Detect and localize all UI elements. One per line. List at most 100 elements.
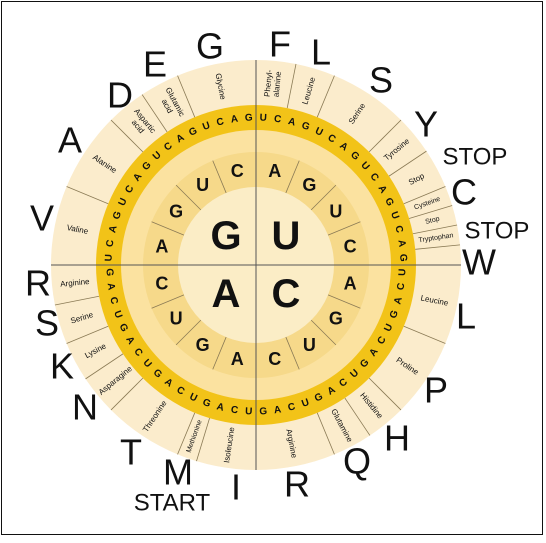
amino-acid-letter: K [50, 346, 74, 387]
wedge-divider [412, 224, 458, 235]
third-base-letter: C [105, 239, 117, 248]
amino-acid-letter: D [107, 75, 133, 116]
amino-acid-letter: F [269, 24, 291, 65]
wedge-divider [196, 417, 210, 462]
amino-acid-letter: A [58, 120, 82, 161]
wedge-divider [316, 412, 335, 455]
wedge-divider [141, 94, 168, 133]
ring-divider [212, 336, 227, 370]
third-base-letter: A [174, 132, 186, 145]
third-base-letter: A [273, 404, 282, 416]
ring-divider [285, 336, 300, 370]
third-base-letter: U [397, 268, 408, 276]
third-base-letter: U [111, 309, 124, 320]
third-base-letter: U [259, 113, 267, 124]
wedge-divider [66, 325, 109, 344]
third-base-letter: C [376, 335, 389, 347]
amino-acid-letter: E [143, 44, 167, 85]
amino-acid-letter: N [72, 387, 98, 428]
third-base-letter: G [187, 125, 199, 138]
third-base-letter: U [201, 120, 212, 133]
amino-acid-name: Stop [425, 216, 441, 226]
amino-acid-letter: M [163, 452, 193, 493]
second-base-letter: A [231, 349, 244, 369]
third-base-letter: G [111, 210, 124, 221]
second-base-letter: A [155, 236, 168, 256]
third-base-letter: G [388, 309, 401, 320]
third-base-letter: G [103, 268, 114, 277]
second-base-letter: G [302, 175, 316, 195]
third-base-letter: A [107, 224, 119, 234]
ring-divider [327, 221, 361, 236]
amino-acid-letter: I [231, 467, 241, 508]
amino-acid-letter: STOP [465, 218, 530, 245]
third-base-letter: A [395, 239, 407, 248]
amino-acid-letter: H [384, 418, 410, 459]
wedge-divider [66, 186, 109, 205]
first-base-letter: C [272, 272, 301, 316]
third-base-letter: G [201, 397, 212, 410]
third-base-letter: U [117, 197, 130, 208]
second-base-letter: C [268, 349, 281, 369]
first-base-letter: A [212, 272, 241, 316]
second-base-letter: U [196, 175, 209, 195]
third-base-letter: U [382, 322, 395, 333]
second-base-letter: G [329, 308, 343, 328]
amino-acid-letter: S [369, 60, 393, 101]
ring-divider [151, 294, 185, 309]
ring-divider [212, 160, 227, 194]
third-base-letter: C [326, 132, 338, 145]
second-base-letter: U [303, 335, 316, 355]
amino-acid-letter: S [35, 303, 59, 344]
second-base-letter: U [170, 308, 183, 328]
wedge-divider [368, 119, 402, 153]
second-base-letter: C [231, 161, 244, 181]
third-base-letter: U [104, 254, 115, 262]
figure-border [1, 1, 543, 535]
third-base-letter: C [123, 183, 136, 195]
third-base-letter: G [382, 196, 395, 208]
amino-acid-letter: P [424, 370, 448, 411]
third-base-letter: C [230, 404, 239, 416]
third-base-letter: C [392, 224, 404, 234]
third-base-letter: A [123, 335, 136, 347]
third-base-letter: C [215, 116, 225, 128]
third-base-letter: C [107, 296, 119, 306]
amino-acid-name: Phenyl-alanine [263, 69, 284, 98]
third-base-letter: C [174, 385, 186, 398]
wedge-divider [54, 295, 100, 306]
amino-acid-letter: Q [343, 441, 371, 482]
third-base-letter: U [188, 391, 199, 404]
amino-acid-letter: Y [414, 104, 438, 145]
third-base-letter: G [313, 391, 325, 404]
third-base-letter: A [326, 385, 338, 398]
second-base-letter: U [329, 202, 342, 222]
wedge-divider [110, 377, 144, 411]
third-base-letter: U [313, 126, 324, 139]
third-base-letter: A [230, 114, 239, 126]
amino-acid-letter: W [462, 242, 496, 283]
amino-acid-letter: G [196, 26, 224, 67]
wedge-divider [316, 75, 335, 118]
amino-acid-name: Arginine [60, 277, 91, 289]
amino-acid-letter: L [311, 32, 331, 73]
wedge-divider [177, 412, 196, 455]
ring-divider [175, 319, 202, 346]
third-base-letter: C [287, 401, 297, 413]
ring-divider [327, 294, 361, 309]
first-base-letter: G [210, 214, 241, 258]
third-base-letter: G [300, 120, 311, 133]
third-base-letter: C [395, 282, 407, 291]
first-base-letter: U [272, 214, 301, 258]
second-base-letter: C [344, 236, 357, 256]
third-base-letter: U [388, 210, 401, 221]
second-base-letter: C [155, 274, 168, 294]
third-base-letter: G [397, 254, 408, 263]
ring-divider [310, 184, 337, 211]
amino-acid-letter: STOP [443, 144, 508, 171]
third-base-letter: A [287, 116, 297, 128]
wedge-divider [368, 377, 402, 411]
amino-acid-letter: R [25, 263, 51, 304]
